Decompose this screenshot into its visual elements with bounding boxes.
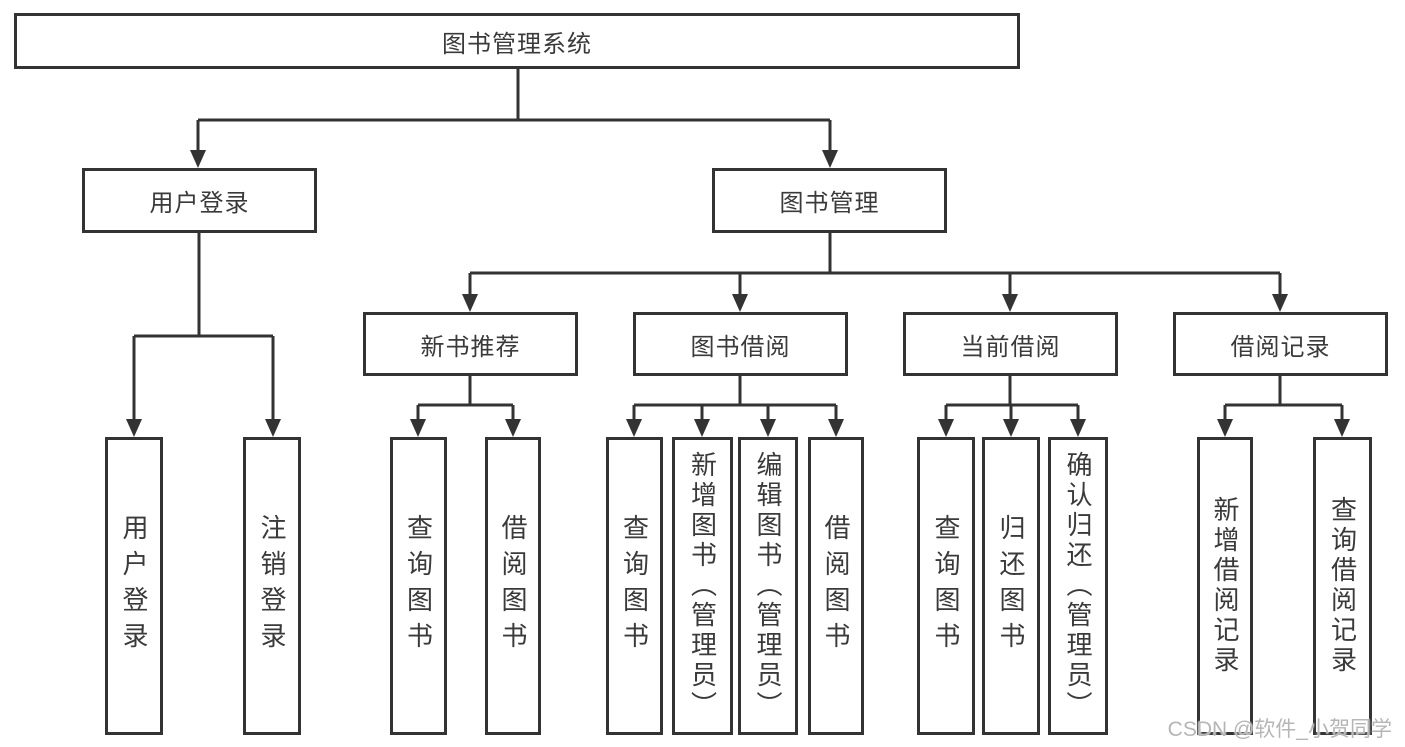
leaf-logout: 注销登录 bbox=[243, 437, 301, 735]
leaf-confirm-return-admin: 确认归还（管理员） bbox=[1048, 437, 1108, 735]
node-label: 借阅记录 bbox=[1230, 333, 1331, 361]
node-book-borrowing: 图书借阅 bbox=[633, 312, 848, 376]
node-library-system: 图书管理系统 bbox=[14, 13, 1020, 69]
node-label: 编辑图书（管理员） bbox=[753, 451, 783, 721]
node-label: 查询图书 bbox=[403, 514, 434, 658]
leaf-query-books-recommend: 查询图书 bbox=[390, 437, 447, 735]
node-current-borrowing: 当前借阅 bbox=[903, 312, 1118, 376]
node-new-book-recommend: 新书推荐 bbox=[363, 312, 578, 376]
node-label: 注销登录 bbox=[257, 514, 287, 658]
leaf-query-borrow-record: 查询借阅记录 bbox=[1313, 437, 1372, 735]
leaf-borrow-books-recommend: 借阅图书 bbox=[485, 437, 541, 735]
leaf-query-books-borrow: 查询图书 bbox=[606, 437, 663, 735]
leaf-borrow-books-2: 借阅图书 bbox=[808, 437, 864, 735]
node-label: 新增借阅记录 bbox=[1210, 496, 1240, 676]
leaf-user-login: 用户登录 bbox=[105, 437, 163, 735]
node-label: 图书管理系统 bbox=[442, 30, 592, 58]
node-label: 确认归还（管理员） bbox=[1063, 451, 1093, 721]
leaf-query-books-current: 查询图书 bbox=[917, 437, 975, 735]
node-label: 当前借阅 bbox=[960, 333, 1061, 361]
node-book-management: 图书管理 bbox=[712, 168, 947, 233]
csdn-watermark: CSDN @软件_小贺同学 bbox=[1167, 718, 1392, 741]
node-label: 查询图书 bbox=[931, 514, 961, 658]
node-label: 借阅图书 bbox=[821, 514, 851, 658]
node-label: 借阅图书 bbox=[498, 514, 528, 658]
node-label: 新书推荐 bbox=[420, 333, 521, 361]
leaf-add-book-admin: 新增图书（管理员） bbox=[672, 437, 733, 735]
node-label: 图书借阅 bbox=[690, 333, 791, 361]
node-label: 图书管理 bbox=[779, 190, 880, 217]
node-label: 查询借阅记录 bbox=[1327, 496, 1358, 676]
node-borrow-records: 借阅记录 bbox=[1173, 312, 1388, 376]
arrowheads bbox=[126, 150, 1350, 437]
node-label: 用户登录 bbox=[119, 514, 149, 658]
node-label: 归还图书 bbox=[996, 514, 1026, 658]
leaf-edit-book-admin: 编辑图书（管理员） bbox=[738, 437, 798, 735]
node-label: 查询图书 bbox=[619, 514, 650, 658]
node-user-login: 用户登录 bbox=[82, 168, 317, 233]
node-label: 新增图书（管理员） bbox=[687, 451, 718, 721]
leaf-add-borrow-record: 新增借阅记录 bbox=[1197, 437, 1253, 735]
leaf-return-book: 归还图书 bbox=[982, 437, 1040, 735]
node-label: 用户登录 bbox=[149, 190, 250, 217]
